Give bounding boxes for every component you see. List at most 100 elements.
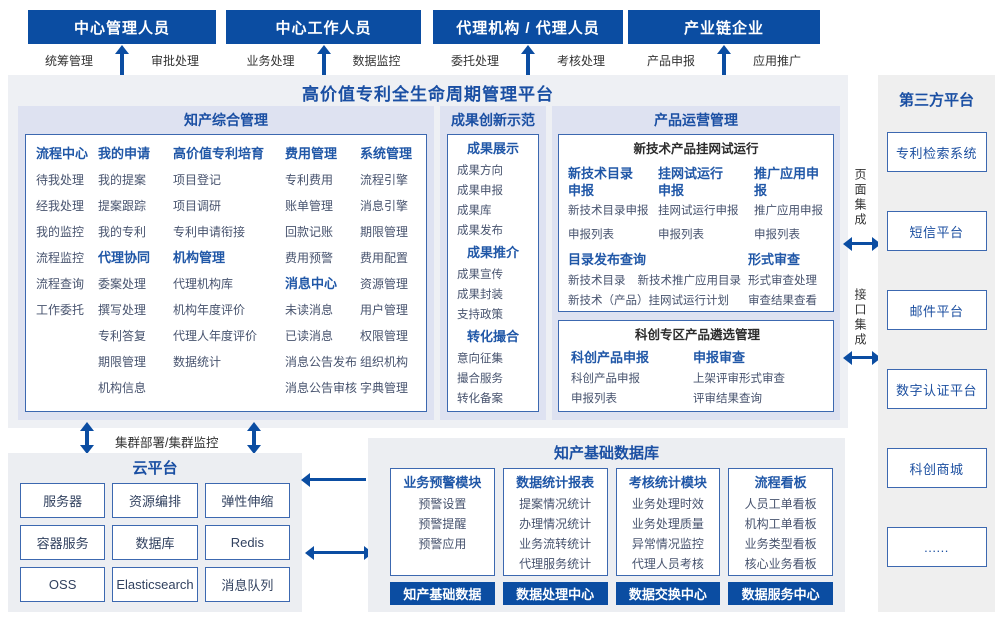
menu-item: 流程引擎 [360,173,409,187]
module-item: 代理服务统计 [519,557,592,571]
menu-group-title: 科创产品申报 [571,350,650,365]
menu-group-title: 机构管理 [173,250,226,265]
box-title: 新技术产品挂网试运行 [633,142,759,156]
formal-review-group: 形式审查 形式审查处理审查结果查看 [748,249,824,311]
menu-item: 成果申报 [457,185,503,197]
module-title: 流程看板 [754,475,807,490]
menu-item: 成果方向 [457,165,503,177]
menu-item: 经我处理 [36,199,85,213]
menu-item: 期限管理 [360,225,409,239]
module-item: 业务处理质量 [631,517,704,531]
menu-item: 用户管理 [360,303,409,317]
third-party-boxes: 专利检索系统短信平台邮件平台数字认证平台科创商城...... [878,132,995,567]
menu-group-title: 转化撮合 [466,329,519,344]
role-title-bar: 产业链企业 [628,10,820,44]
menu-item: 机构年度评价 [173,303,246,317]
menu-group-title: 代理协同 [98,250,151,265]
section-title: 成果创新示范 [451,112,535,128]
menu-group-title: 形式审查 [748,252,801,267]
ip-column: 费用管理专利费用账单管理回款记账费用预警消息中心未读消息已读消息消息公告发布消息… [285,141,360,411]
cloud-service-box: 数据库 [112,525,198,560]
menu-item: 科创产品申报 [571,373,640,385]
role-group: 产业链企业产品申报 应用推广 [628,10,820,87]
role-labels: 统筹管理审批处理 [28,52,216,69]
new-tech-columns: 新技术目录 申报新技术目录申报申报列表挂网试运行 申报挂网试运行申报申报列表推广… [568,165,824,247]
role-title-bar: 中心管理人员 [28,10,216,44]
double-arrow-vertical-icon [247,422,261,454]
menu-item: 成果库 [457,205,492,217]
menu-item: 委案处理 [98,277,147,291]
data-center-button: 数据服务中心 [728,582,833,605]
module-item: 预警设置 [418,497,467,511]
menu-item: 申报列表 [568,229,614,241]
role-label: 产品申报 [646,54,695,68]
menu-group-title: 消息中心 [285,276,338,291]
menu-item: 工作委托 [36,303,85,317]
product-column: 挂网试运行 申报挂网试运行申报申报列表 [658,165,754,247]
third-party-box: 邮件平台 [886,290,987,330]
menu-item: 未读消息 [285,303,334,317]
menu-group-title: 成果推介 [466,245,519,260]
menu-group-title: 我的申请 [98,146,151,161]
menu-item: 提案跟踪 [98,199,147,213]
section-achievements: 成果创新示范 成果展示成果方向成果申报成果库成果发布成果推介成果宣传成果封装支持… [440,106,546,420]
module-item: 代理人员考核 [631,557,704,571]
module-box: 业务预警模块预警设置预警提醒预警应用 [390,468,495,576]
ip-column: 我的申请我的提案提案跟踪我的专利代理协同委案处理撰写处理专利答复期限管理机构信息 [98,141,173,411]
ip-data-platform-panel: 知产基础数据库 业务预警模块预警设置预警提醒预警应用知产基础数据数据统计报表提案… [368,438,845,612]
role-label: 数据监控 [352,54,401,68]
menu-item: 字典管理 [360,381,409,395]
role-labels: 产品申报 应用推广 [628,52,820,69]
module-title: 业务预警模块 [403,475,482,490]
arrow-left-icon [301,472,366,487]
menu-item: 支持政策 [457,309,503,321]
module-title: 数据统计报表 [516,475,595,490]
box-title: 科创专区产品遴选管理 [634,328,760,342]
ip-menu-box: 流程中心待我处理经我处理我的监控流程监控流程查询工作委托 我的申请我的提案提案跟… [25,134,427,412]
data-center-button: 数据交换中心 [615,582,721,605]
module-item: 核心业务看板 [744,557,817,571]
menu-item: 消息公告审核 [285,381,358,395]
role-label: 委托处理 [450,54,499,68]
menu-item: 代理机构库 [173,277,234,291]
menu-item: 新技术目录 [568,275,626,287]
module-item: 异常情况监控 [631,537,704,551]
menu-item: 项目调研 [173,199,222,213]
data-module: 业务预警模块预警设置预警提醒预警应用知产基础数据 [390,468,495,605]
data-center-button: 数据处理中心 [502,582,608,605]
menu-item: 申报列表 [754,229,800,241]
role-label: 应用推广 [753,54,802,68]
menu-item: 我的专利 [98,225,147,239]
menu-item: 挂网试运行申报 [658,205,739,217]
menu-item: 已读消息 [285,329,334,343]
cloud-service-box: 资源编排 [112,483,198,518]
menu-item: 意向征集 [457,353,503,365]
cloud-service-box: 服务器 [20,483,106,518]
menu-item: 资源管理 [360,277,409,291]
menu-item: 机构信息 [98,381,147,395]
menu-item: 上架评审形式审查 [693,373,785,385]
menu-item: 申报列表 [571,393,617,405]
menu-item: 组织机构 [360,355,409,369]
section-title: 产品运营管理 [654,112,738,128]
data-module: 考核统计模块业务处理时效业务处理质量异常情况监控代理人员考核数据交换中心 [615,468,721,605]
menu-item: 形式审查处理 [748,275,817,287]
cloud-platform-title: 云平台 [132,460,178,477]
ip-column: 流程中心待我处理经我处理我的监控流程监控流程查询工作委托 [36,141,98,411]
role-title-bar: 代理机构 / 代理人员 [433,10,623,44]
new-tech-trial-box: 新技术产品挂网试运行 新技术目录 申报新技术目录申报申报列表挂网试运行 申报挂网… [558,134,834,312]
menu-item: 待我处理 [36,173,85,187]
menu-group-title: 新技术目录 申报 [568,166,634,198]
menu-item: 新技术目录申报 [568,205,649,217]
module-title: 考核统计模块 [628,475,707,490]
role-labels: 业务处理数据监控 [226,52,421,69]
module-item: 业务类型看板 [744,537,817,551]
menu-item: 审查结果查看 [748,295,817,307]
menu-item: 成果封装 [457,289,503,301]
third-party-title: 第三方平台 [898,92,974,109]
cloud-service-box: 消息队列 [204,567,290,602]
double-arrow-vertical-icon [80,422,94,454]
menu-group-title: 申报审查 [693,350,746,365]
menu-item: 评审结果查询 [693,393,762,405]
